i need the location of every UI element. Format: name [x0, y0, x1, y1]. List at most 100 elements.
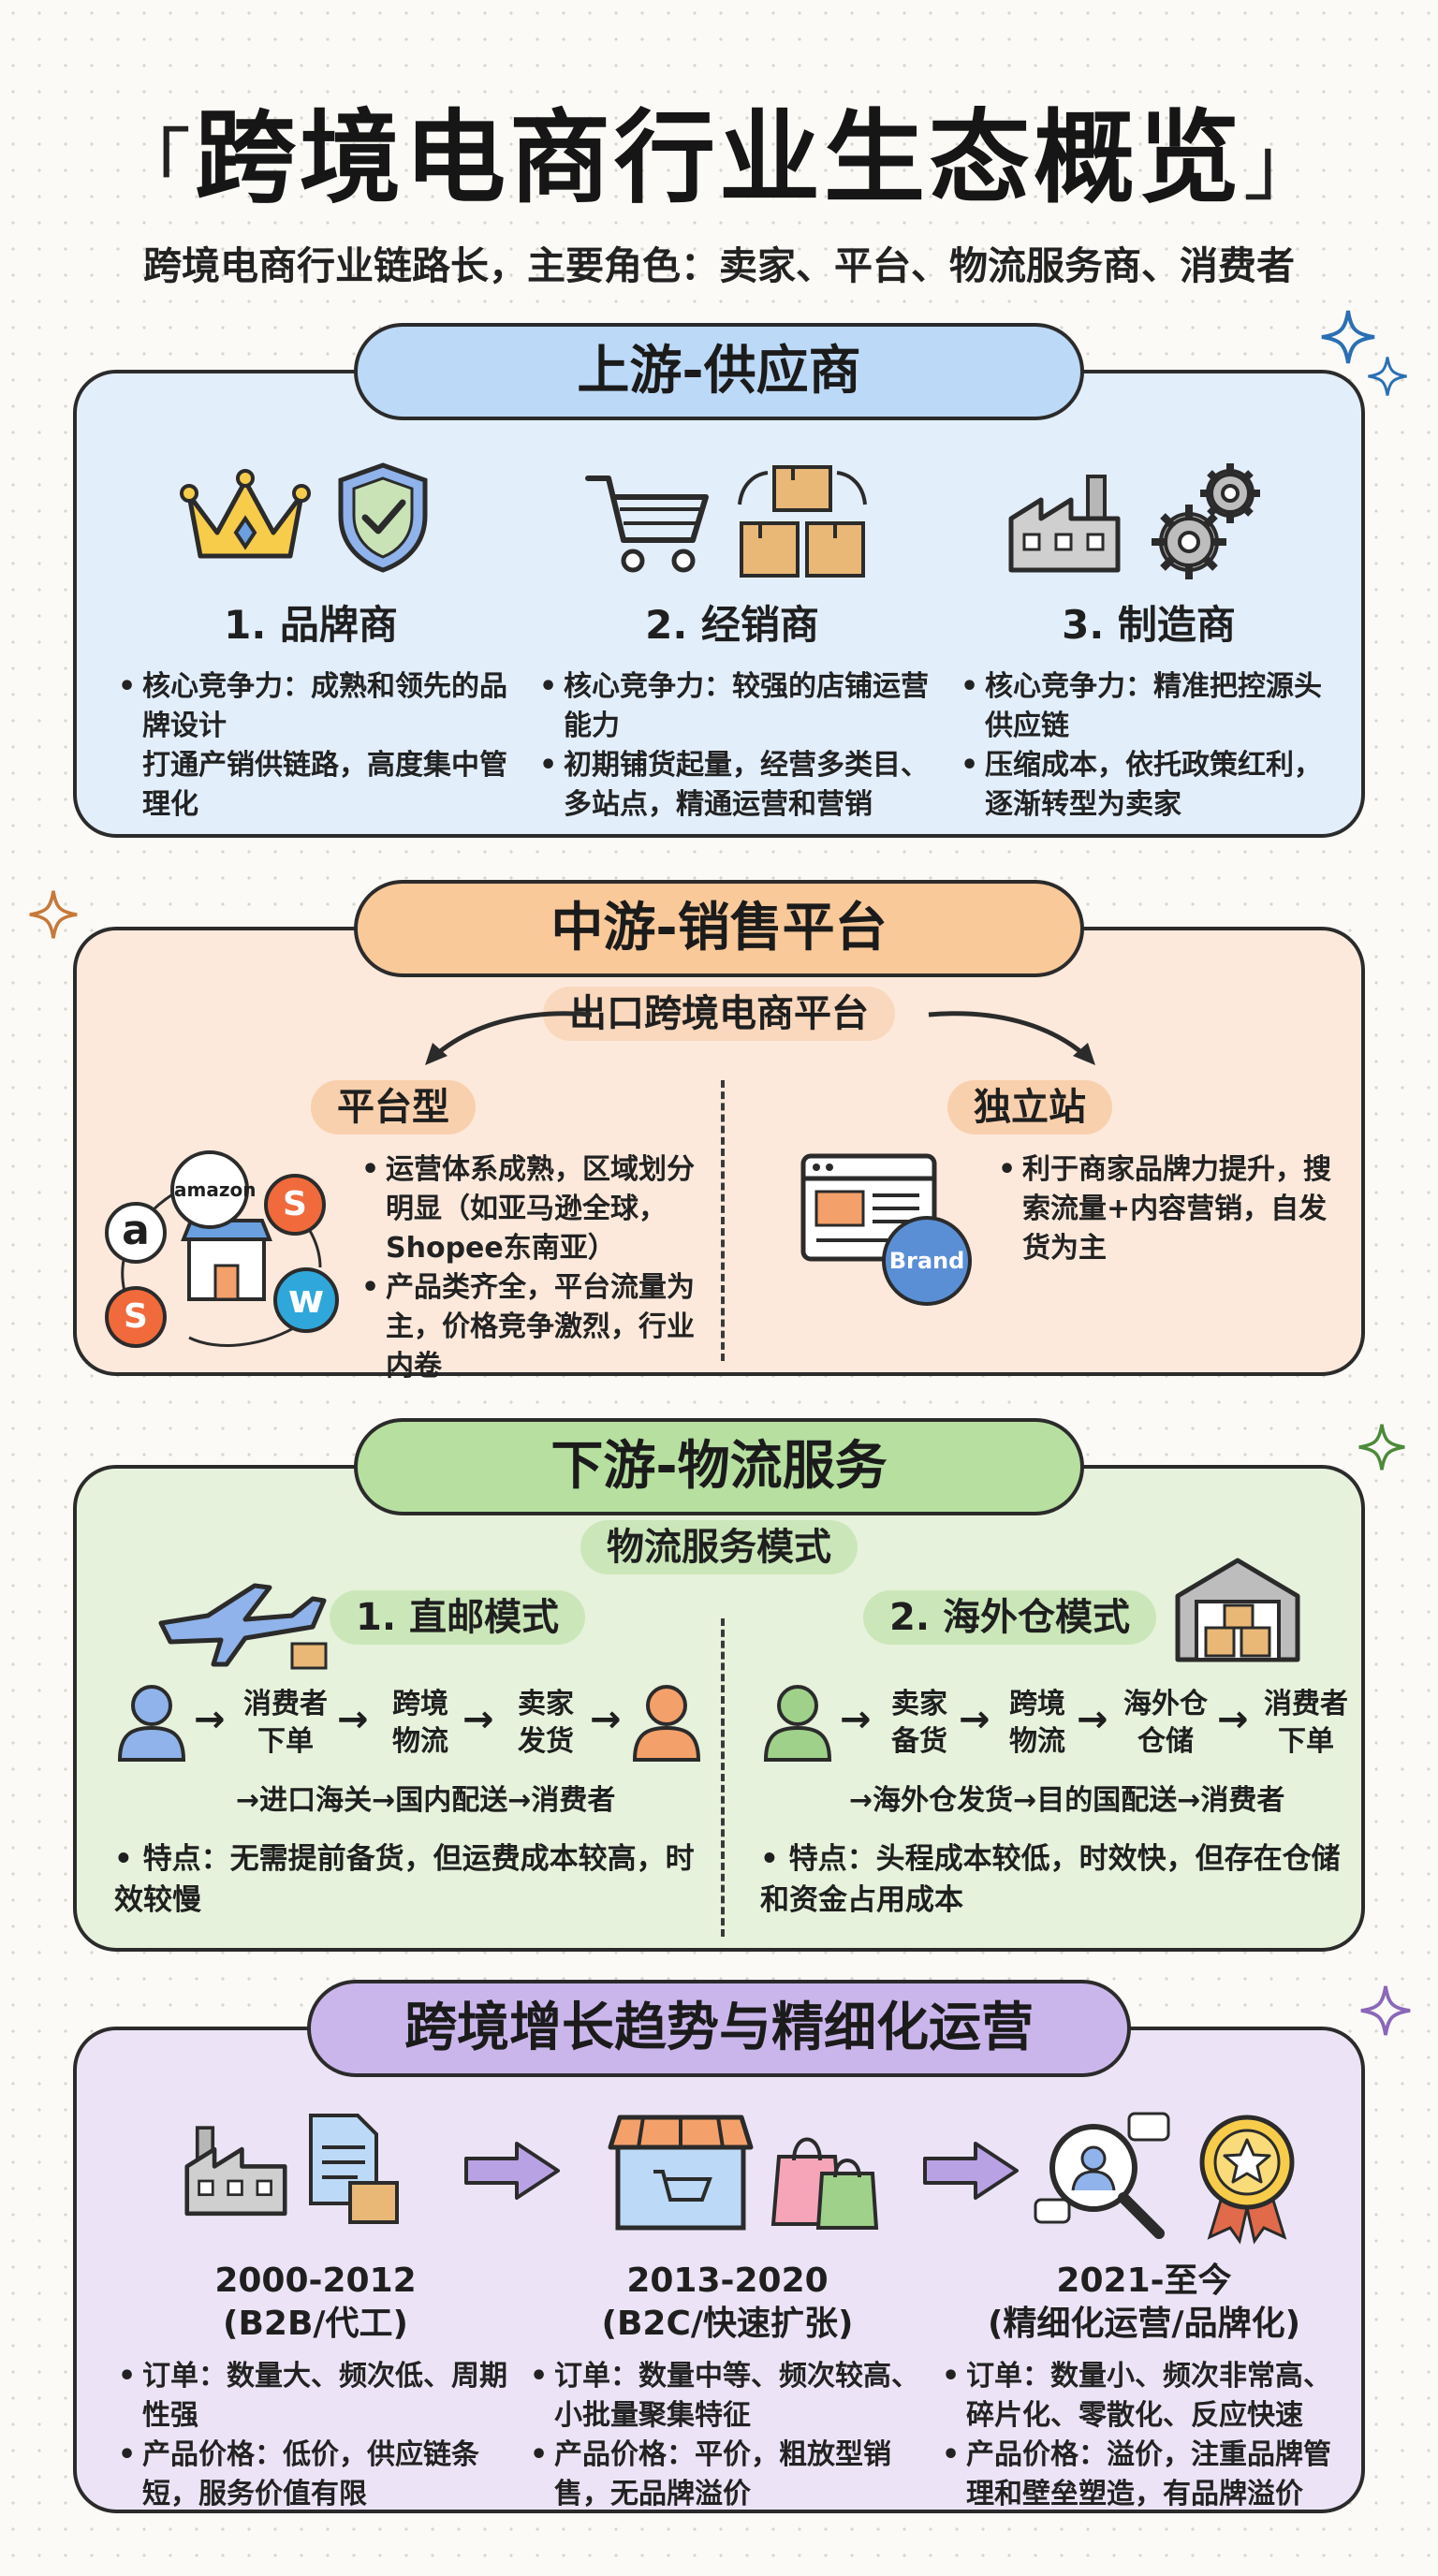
user-icon — [763, 1685, 832, 1762]
medal-star-icon — [1199, 2115, 1295, 2245]
seller-icon — [632, 1685, 701, 1762]
stage-model: (精细化运营/品牌化) — [987, 2305, 1301, 2343]
stage-model: (B2C/快速扩张) — [601, 2305, 854, 2343]
flow-arrow: → — [337, 1698, 369, 1741]
shopee-logo: S — [264, 1174, 326, 1236]
title-bracket-left: 「 — [111, 120, 195, 212]
platform-bullets: 运营体系成熟，区域划分明显（如亚马逊全球，Shopee东南亚） 产品类齐全，平台… — [358, 1150, 713, 1386]
flow-arrow: → — [1077, 1698, 1108, 1741]
warehouse-icon — [1175, 1558, 1300, 1662]
flow-step: 卖家 备货 — [891, 1688, 947, 1758]
flow-arrow: → — [462, 1698, 494, 1741]
list-item: 利于商家品牌力提升，搜索流量+内容营销，自发货为主 — [994, 1150, 1341, 1268]
list-item: 订单：数量大、频次低、周期性强 — [114, 2357, 517, 2436]
midstream-section: 出口跨境电商平台 平台型 独立站 a amazon S S w 运营体系成熟，区… — [73, 927, 1365, 1383]
flow-step: 跨境 物流 — [392, 1688, 448, 1758]
sparkle-icon — [1360, 1985, 1411, 2036]
flow-step: 消费者 下单 — [1264, 1688, 1348, 1758]
list-item: 核心竞争力：较强的店铺运营能力 — [536, 667, 929, 746]
direct-mail-title: 1. 直邮模式 — [330, 1590, 585, 1645]
user-icon — [117, 1685, 186, 1762]
stage-period: 2021-至今 — [1056, 2261, 1232, 2300]
shopping-bags-icon — [770, 2137, 879, 2230]
flow-step: 消费者 下单 — [243, 1688, 328, 1758]
col-title: 3. 制造商 — [1062, 602, 1236, 648]
arrow-right-icon — [928, 1011, 1095, 1065]
boxes-icon — [738, 465, 867, 578]
list-item: 运营体系成熟，区域划分明显（如亚马逊全球，Shopee东南亚） — [358, 1150, 713, 1268]
bullet-list: 核心竞争力：成熟和领先的品牌设计 打通产销供链路，高度集中管理化 — [114, 667, 507, 825]
overseas-warehouse-title: 2. 海外仓模式 — [863, 1590, 1156, 1645]
flow-arrow: → — [840, 1698, 872, 1741]
shopee-logo-2: S — [105, 1286, 167, 1348]
title-bracket-right: 」 — [1243, 120, 1327, 212]
trend-stage-3: 2021-至今 (精细化运营/品牌化) 订单：数量小、频次非常高、碎片化、零散化… — [938, 2260, 1350, 2514]
shopping-cart-icon — [585, 476, 709, 573]
factory-icon — [1008, 475, 1121, 573]
list-item: 核心竞争力：精准把控源头供应链 — [957, 667, 1341, 746]
crown-icon — [180, 469, 311, 559]
brand-badge: Brand — [882, 1216, 972, 1306]
bullet-list: 核心竞争力：精准把控源头供应链 压缩成本，依托政策红利，逐渐转型为卖家 — [957, 667, 1341, 825]
downstream-section: 物流服务模式 1. 直邮模式 → 消费者 下单 → 跨境 物流 → 卖家 发货 … — [73, 1465, 1365, 1952]
gears-icon — [1152, 463, 1260, 579]
col-title: 1. 品牌商 — [224, 602, 398, 648]
bullet-list: 订单：数量中等、频次较高、小批量聚集特征 产品价格：平价，粗放型销售，无品牌溢价 — [526, 2357, 929, 2514]
amazon-logo: a — [105, 1202, 167, 1264]
list-item: 核心竞争力：成熟和领先的品牌设计 打通产销供链路，高度集中管理化 — [114, 667, 507, 825]
sparkle-icon — [1368, 357, 1407, 396]
flow-step: 海外仓 仓储 — [1123, 1688, 1208, 1758]
upstream-section: 1. 品牌商 核心竞争力：成熟和领先的品牌设计 打通产销供链路，高度集中管理化 … — [73, 370, 1365, 838]
divider — [721, 1618, 725, 1937]
page-subtitle: 跨境电商行业链路长，主要角色：卖家、平台、物流服务商、消费者 — [143, 243, 1295, 288]
flow-line-2: →海外仓发货→目的国配送→消费者 — [849, 1784, 1285, 1817]
flow-arrow: → — [959, 1698, 990, 1741]
bullet-list: 订单：数量小、频次非常高、碎片化、零散化、反应快速 产品价格：溢价，注重品牌管理… — [938, 2357, 1350, 2514]
bullet-list: 订单：数量大、频次低、周期性强 产品价格：低价，供应链条短，服务价值有限 — [114, 2357, 517, 2514]
trend-stage-1: 2000-2012 (B2B/代工) 订单：数量大、频次低、周期性强 产品价格：… — [114, 2260, 517, 2514]
logistics-center-label: 物流服务模式 — [580, 1520, 858, 1574]
magnifier-users-icon — [1034, 2112, 1170, 2239]
online-store-icon — [608, 2115, 754, 2231]
upstream-col-brand: 1. 品牌商 核心竞争力：成熟和领先的品牌设计 打通产销供链路，高度集中管理化 — [114, 593, 507, 825]
upstream-pill: 上游-供应商 — [354, 323, 1084, 420]
sparkle-icon — [1321, 310, 1375, 364]
list-item: 压缩成本，依托政策红利，逐渐转型为卖家 — [957, 746, 1341, 825]
airplane-icon — [158, 1583, 328, 1670]
wish-logo: w — [273, 1267, 339, 1333]
factory-icon — [184, 2126, 287, 2217]
arrow-left-icon — [425, 1011, 593, 1065]
list-item: 产品类齐全，平台流量为主，价格竞争激烈，行业内卷 — [358, 1268, 713, 1386]
upstream-col-distributor: 2. 经销商 核心竞争力：较强的店铺运营能力 初期铺货起量，经营多类目、多站点，… — [536, 593, 929, 825]
trends-pill: 跨境增长趋势与精细化运营 — [307, 1980, 1131, 2077]
platform-center-label: 出口跨境电商平台 — [543, 987, 895, 1041]
bullet-list: 核心竞争力：较强的店铺运营能力 初期铺货起量，经营多类目、多站点，精通运营和营销 — [536, 667, 929, 825]
upstream-col-manufacturer: 3. 制造商 核心竞争力：精准把控源头供应链 压缩成本，依托政策红利，逐渐转型为… — [957, 593, 1341, 825]
flow-arrow: → — [1217, 1698, 1249, 1741]
independent-site-title: 独立站 — [947, 1080, 1112, 1134]
list-item: 订单：数量小、频次非常高、碎片化、零散化、反应快速 — [938, 2357, 1350, 2436]
trend-stage-2: 2013-2020 (B2C/快速扩张) 订单：数量中等、频次较高、小批量聚集特… — [526, 2260, 929, 2514]
flow-step: 卖家 发货 — [518, 1688, 574, 1758]
flow-step: 跨境 物流 — [1009, 1688, 1065, 1758]
list-item: 产品价格：溢价，注重品牌管理和壁垒塑造，有品牌溢价 — [938, 2436, 1350, 2514]
shield-check-icon — [338, 462, 428, 573]
midstream-pill: 中游-销售平台 — [354, 880, 1084, 977]
stage-model: (B2B/代工) — [223, 2305, 408, 2343]
flow-line-2: →进口海关→国内配送→消费者 — [236, 1784, 616, 1817]
document-box-icon — [309, 2114, 399, 2224]
title-text: 跨境电商行业生态概览 — [194, 100, 1243, 217]
flow-arrow: → — [590, 1698, 622, 1741]
flow-arrow: → — [194, 1698, 226, 1741]
arrow-right-icon — [464, 2142, 560, 2200]
overseas-warehouse-note: • 特点：头程成本较低，时效快，但存在仓储和资金占用成本 — [760, 1842, 1341, 1917]
stage-period: 2013-2020 — [626, 2261, 829, 2300]
divider — [721, 1080, 725, 1361]
sparkle-icon — [1358, 1424, 1405, 1471]
direct-mail-note: • 特点：无需提前备货，但运费成本较高，时效较慢 — [114, 1842, 695, 1917]
trends-section: 2000-2012 (B2B/代工) 订单：数量大、频次低、周期性强 产品价格：… — [73, 2027, 1365, 2513]
platform-type-title: 平台型 — [311, 1080, 476, 1134]
independent-bullets: 利于商家品牌力提升，搜索流量+内容营销，自发货为主 — [994, 1150, 1341, 1268]
list-item: 产品价格：低价，供应链条短，服务价值有限 — [114, 2436, 517, 2514]
col-title: 2. 经销商 — [645, 602, 819, 648]
